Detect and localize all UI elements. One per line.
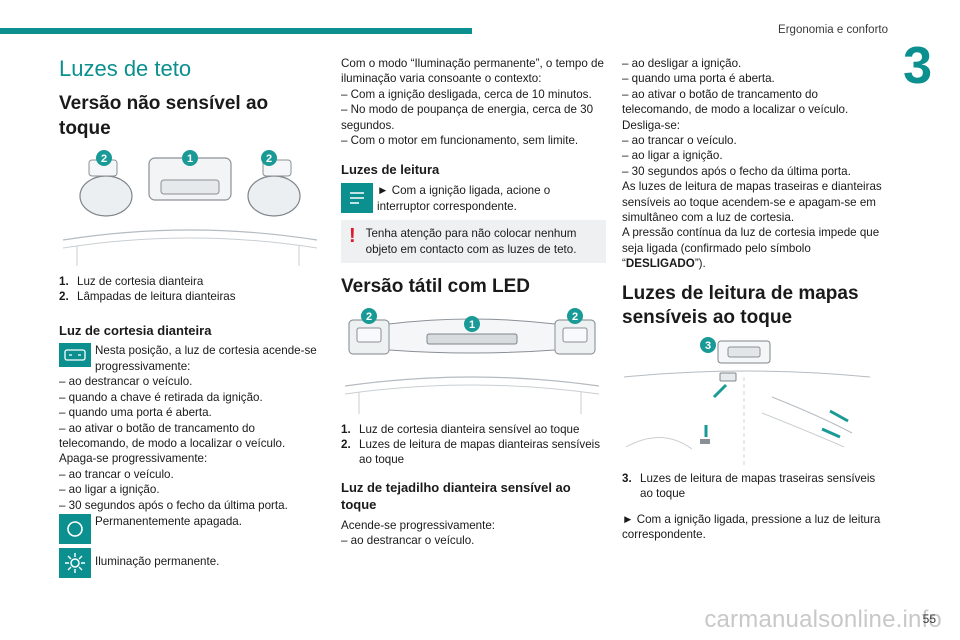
text-line: – 30 segundos após o fecho da última por…: [622, 164, 851, 178]
figure-badge: 3: [705, 340, 711, 352]
text-line: – quando uma porta é aberta.: [622, 72, 775, 86]
text-line: – Com a ignição desligada, cerca de 10 m…: [341, 87, 592, 101]
text-line: – ao destrancar o veículo.: [59, 375, 193, 389]
cortesia-icon-line: Nesta posição, a luz de cortesia acende-…: [59, 343, 321, 374]
text-line: – ao trancar o veículo.: [622, 134, 737, 148]
legend-item: 2.Lâmpadas de leitura dianteiras: [59, 290, 236, 304]
figure-badge: 1: [187, 153, 193, 165]
roof-title: Luz de tejadilho dianteira sensível ao t…: [341, 479, 571, 512]
figure-ceiling-lights: 2 1 2: [62, 149, 318, 266]
text-line: – Com o motor em funcionamento, sem limi…: [341, 134, 579, 148]
column-2: Com o modo “Iluminação permanente”, o te…: [341, 56, 606, 548]
reading-title: Luzes de leitura: [341, 162, 440, 178]
text-line: – ao ligar a ignição.: [622, 149, 723, 163]
figure-rear-map-lights: 3: [623, 337, 871, 466]
text-line: – quando uma porta é aberta.: [59, 406, 212, 420]
page-title: Luzes de teto: [59, 56, 192, 81]
text-line: – ao ligar a ignição.: [59, 483, 160, 497]
off-icon-line: Permanentemente apagada.: [59, 513, 321, 544]
page-number: 55: [922, 612, 936, 626]
legend-item: 2.Luzes de leitura de mapas dianteiras s…: [341, 438, 601, 467]
figure-badge: 2: [101, 153, 107, 165]
text-line: – ao destrancar o veículo.: [341, 534, 475, 548]
warning-box: ! Tenha atenção para não colocar nenhum …: [341, 220, 606, 263]
warning-icon: !: [349, 225, 356, 248]
text-line: – ao ativar o botão de trancamento do te…: [59, 421, 286, 450]
watermark: carmanualsonline.info: [704, 606, 942, 633]
figure-badge: 2: [266, 153, 272, 165]
text-line: Com o modo “Iluminação permanente”, o te…: [341, 57, 604, 86]
section-title: Ergonomia e conforto: [778, 24, 888, 36]
text-line: Acende-se progressivamente:: [341, 518, 496, 532]
text-line: As luzes de leitura de mapas traseiras e…: [622, 180, 882, 225]
version-title: Versão não sensível ao toque: [59, 93, 269, 140]
figure-badge: 1: [469, 319, 475, 331]
reading-icon-line: ► Com a ignição ligada, acione o interru…: [341, 183, 606, 214]
cortesia-title: Luz de cortesia dianteira: [59, 322, 212, 338]
instruction-text: ► Com a ignição ligada, pressione a luz …: [622, 512, 881, 542]
figure-led-ceiling: 2 1 2: [344, 307, 600, 414]
instruction-icon: [341, 183, 373, 214]
on-icon-line: Iluminação permanente.: [59, 547, 321, 578]
text-line: – ao ativar o botão de trancamento do te…: [622, 87, 849, 117]
text-line: – 30 segundos após o fecho da última por…: [59, 498, 288, 512]
maps-title: Luzes de leitura de mapas sensíveis ao t…: [622, 282, 859, 329]
continuous-press-note: A pressão contínua da luz de cortesia im…: [622, 226, 880, 271]
text-line: – ao desligar a ignição.: [622, 57, 742, 70]
door-lamp-icon: [59, 343, 91, 368]
text-line: Desliga-se:: [622, 118, 680, 132]
sun-on-icon: [59, 547, 91, 578]
figure-badge: 2: [572, 311, 578, 323]
led-title: Versão tátil com LED: [341, 275, 531, 297]
legend-item: 3.Luzes de leitura de mapas traseiras se…: [622, 472, 876, 501]
column-1: Luzes de teto Versão não sensível ao toq…: [59, 56, 321, 578]
figure-badge: 2: [366, 311, 372, 323]
circle-off-icon: [59, 513, 91, 544]
text-line: Apaga-se progressivamente:: [59, 452, 208, 466]
legend-item: 1.Luz de cortesia dianteira: [59, 274, 204, 288]
text-line: – ao trancar o veículo.: [59, 467, 174, 481]
column-3: – ao desligar a ignição. – quando uma po…: [622, 56, 882, 543]
legend-item: 1.Luz de cortesia dianteira sensível ao …: [341, 422, 580, 436]
text-line: – quando a chave é retirada da ignição.: [59, 390, 263, 404]
text-line: – No modo de poupança de energia, cerca …: [341, 103, 594, 132]
header-accent-bar: [0, 28, 472, 34]
chapter-number: 3: [903, 37, 932, 95]
